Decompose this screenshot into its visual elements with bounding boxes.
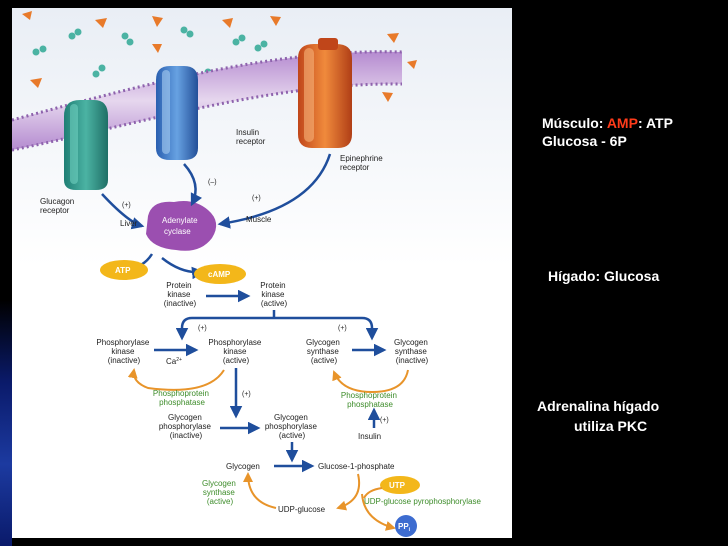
gp-plus-label: (+) [242, 391, 251, 398]
adrenalina-note-line1: Adrenalina hígado [537, 398, 660, 414]
ppi-label: PPi [398, 522, 411, 533]
glucosa-6p-note: Glucosa - 6P [542, 133, 627, 149]
insulin-receptor-label: Insulin receptor [236, 128, 266, 146]
higado-note: Hígado: Glucosa [548, 268, 660, 284]
glycogen-label: Glycogen [226, 462, 260, 471]
adenylate-cyclase-label: Adenylate cyclase [162, 216, 200, 236]
glycogen-synthase-active-bottom-label: Glycogen synthase (active) [202, 479, 238, 506]
phosphorylase-kinase-active-label: Phosphorylase kinase (active) [208, 338, 263, 365]
camp-ellipse [194, 264, 246, 284]
glycogen-synthase-active-top-label: Glycogen synthase (active) [306, 338, 342, 365]
musculo-prefix: Músculo: [542, 115, 607, 131]
phosphoprotein-phosphatase-left-label: Phosphoprotein phosphatase [153, 389, 211, 407]
epinephrine-receptor-label: Epinephrine receptor [340, 154, 385, 172]
camp-label: cAMP [208, 270, 231, 279]
adrenalina-note-line2: utiliza PKC [574, 418, 648, 434]
udp-glucose-pyrophosphorylase-label: UDP-glucose pyrophosphorylase [364, 497, 482, 506]
glycogen-metabolism-diagram: Glucagon receptor Insulin receptor Epine… [12, 8, 512, 537]
epinephrine-receptor-shape [298, 38, 352, 148]
protein-kinase-active-label: Protein kinase (active) [260, 281, 288, 308]
insulin-plus-label: (+) [380, 417, 389, 424]
insulin-minus-label: (–) [208, 179, 217, 186]
glucose-1-phosphate-label: Glucose-1-phosphate [318, 462, 395, 471]
atp-ellipse [100, 260, 148, 280]
liver-plus-label: (+) [122, 202, 131, 209]
glucagon-receptor-label: Glucagon receptor [40, 197, 76, 215]
amp-highlight: AMP [606, 115, 638, 131]
utp-ellipse [380, 476, 420, 494]
glucagon-receptor-shape [64, 100, 108, 190]
utp-label: UTP [389, 481, 406, 490]
phosphorylase-kinase-inactive-label: Phosphorylase kinase (inactive) [96, 338, 151, 365]
diagram-panel: Glucagon receptor Insulin receptor Epine… [12, 8, 512, 538]
ppi-circle [395, 515, 417, 537]
muscle-label: Muscle [246, 215, 272, 224]
left-decor-bar [0, 0, 12, 546]
musculo-note: Músculo: AMP: ATP [542, 115, 673, 132]
muscle-plus-label: (+) [252, 195, 261, 202]
glycogen-synthase-inactive-label: Glycogen synthase (inactive) [394, 338, 430, 365]
glycogen-phosphorylase-inactive-label: Glycogen phosphorylase (inactive) [159, 413, 213, 440]
atp-label: ATP [115, 266, 131, 275]
calcium-label: Ca2+ [166, 357, 182, 366]
musculo-suffix: : ATP [637, 115, 673, 131]
glycogen-phosphorylase-active-label: Glycogen phosphorylase (active) [265, 413, 319, 440]
protein-kinase-inactive-label: Protein kinase (inactive) [164, 281, 197, 308]
udp-glucose-label: UDP-glucose [278, 505, 326, 514]
pk-right-plus-label: (+) [338, 325, 347, 332]
liver-label: Liver [120, 219, 138, 228]
phosphoprotein-phosphatase-right-label: Phosphoprotein phosphatase [341, 391, 399, 409]
insulin-label: Insulin [358, 432, 381, 441]
adenylate-cyclase-shape [146, 201, 217, 251]
insulin-receptor-shape [156, 66, 198, 160]
pk-left-plus-label: (+) [198, 325, 207, 332]
